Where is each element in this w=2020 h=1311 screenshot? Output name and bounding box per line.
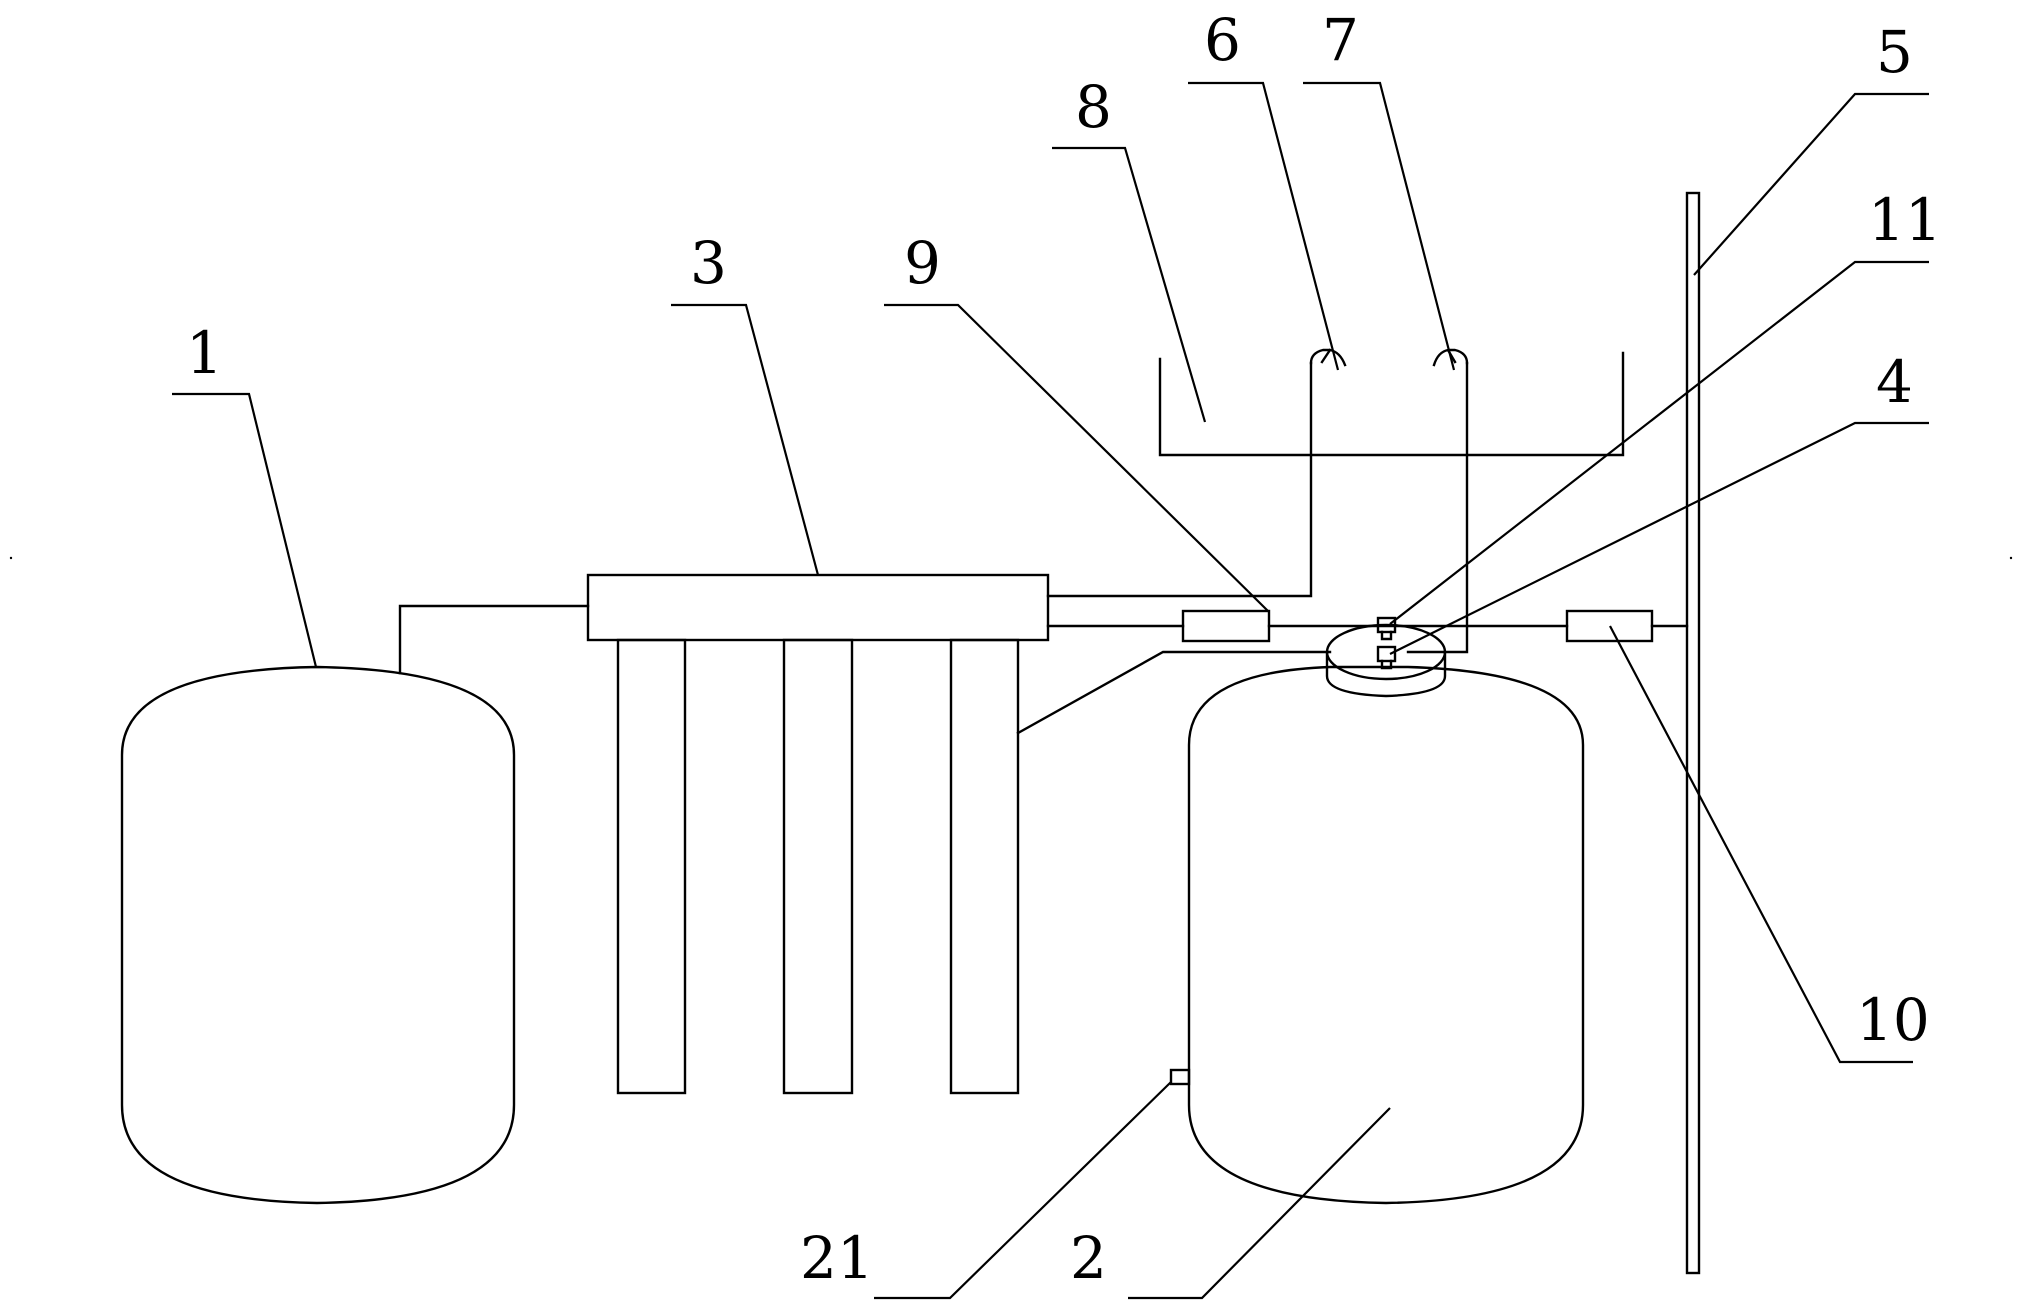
label-1: 1 xyxy=(186,319,223,387)
label-4: 4 xyxy=(1876,348,1913,416)
label-5: 5 xyxy=(1876,18,1913,86)
label-10: 10 xyxy=(1856,986,1930,1054)
valve-4-stem xyxy=(1380,659,1393,670)
pipe-to-faucet-7 xyxy=(1406,361,1469,654)
pipe-filter-to-tank2 xyxy=(1016,650,1332,735)
leader-lines xyxy=(172,81,1929,1300)
label-21: 21 xyxy=(800,1224,874,1292)
label-2: 2 xyxy=(1070,1224,1107,1292)
tank-1 xyxy=(120,665,516,1205)
sensor-21 xyxy=(1169,1068,1191,1086)
basin-8 xyxy=(1158,351,1625,457)
label-11: 11 xyxy=(1868,186,1942,254)
faucet-6 xyxy=(1309,348,1347,367)
valve-4 xyxy=(1376,645,1397,663)
valve-11-stem xyxy=(1380,630,1393,641)
label-3: 3 xyxy=(690,229,727,297)
wall-panel-5 xyxy=(1685,191,1701,1275)
label-9: 9 xyxy=(904,229,941,297)
label-7: 7 xyxy=(1322,6,1359,74)
pipe-to-faucet-6 xyxy=(1046,361,1313,598)
pipe-tank1-to-filter xyxy=(398,604,590,675)
valve-11 xyxy=(1376,616,1397,634)
label-8: 8 xyxy=(1075,73,1112,141)
tank-2 xyxy=(1169,623,1585,1205)
valve-10 xyxy=(1565,609,1654,643)
valve-9 xyxy=(1181,609,1271,643)
edge-mark-left xyxy=(9,556,13,560)
filter-unit-3 xyxy=(586,573,1050,1095)
edge-mark-right xyxy=(2009,556,2013,560)
label-6: 6 xyxy=(1204,6,1241,74)
faucet-7 xyxy=(1432,348,1469,367)
faucet-6-hook xyxy=(1320,348,1332,364)
